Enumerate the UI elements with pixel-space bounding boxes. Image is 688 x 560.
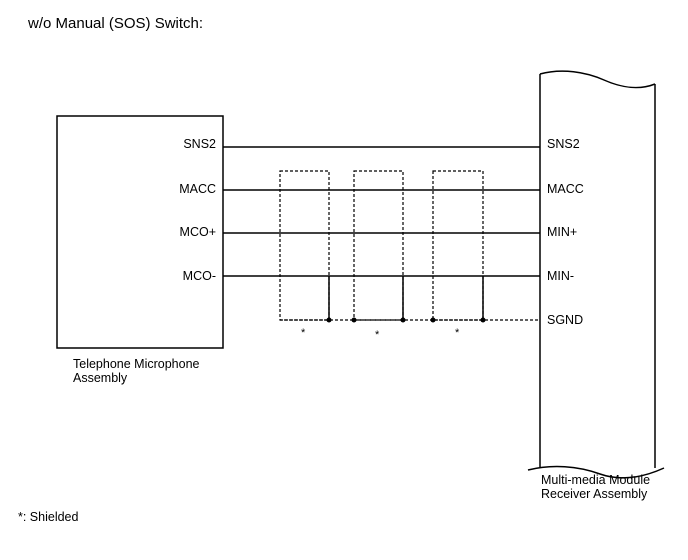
left-pin-macc: MACC xyxy=(179,182,216,196)
footnote: *: Shielded xyxy=(18,510,79,524)
multimedia-receiver-outline xyxy=(527,70,665,479)
diagram-title: w/o Manual (SOS) Switch: xyxy=(27,15,203,32)
telephone-microphone-box xyxy=(56,115,224,349)
right-pin-min-minus: MIN- xyxy=(547,269,574,283)
shield-mark-2: * xyxy=(375,329,380,341)
junction-dot xyxy=(480,317,486,323)
left-pin-sns2: SNS2 xyxy=(183,137,216,151)
left-pin-mco-plus: MCO+ xyxy=(180,225,216,239)
right-pin-min-plus: MIN+ xyxy=(547,225,577,239)
shield-box-2 xyxy=(353,170,404,321)
right-pin-macc: MACC xyxy=(547,182,584,196)
junction-dot xyxy=(400,317,406,323)
left-component-label-1: Telephone Microphone xyxy=(73,357,200,371)
junction-dot xyxy=(351,317,357,323)
junction-dot xyxy=(326,317,332,323)
right-pin-sns2: SNS2 xyxy=(547,137,580,151)
right-pin-sgnd: SGND xyxy=(547,313,583,327)
junction-dot xyxy=(430,317,436,323)
right-component-label-2: Receiver Assembly xyxy=(541,487,648,501)
shield-box-1 xyxy=(279,170,330,321)
left-pin-mco-minus: MCO- xyxy=(183,269,216,283)
right-component-label-1: Multi-media Module xyxy=(541,473,650,487)
left-component-label-2: Assembly xyxy=(73,371,128,385)
shield-mark-1: * xyxy=(301,327,306,339)
shield-box-3 xyxy=(432,170,484,321)
shield-mark-3: * xyxy=(455,327,460,339)
